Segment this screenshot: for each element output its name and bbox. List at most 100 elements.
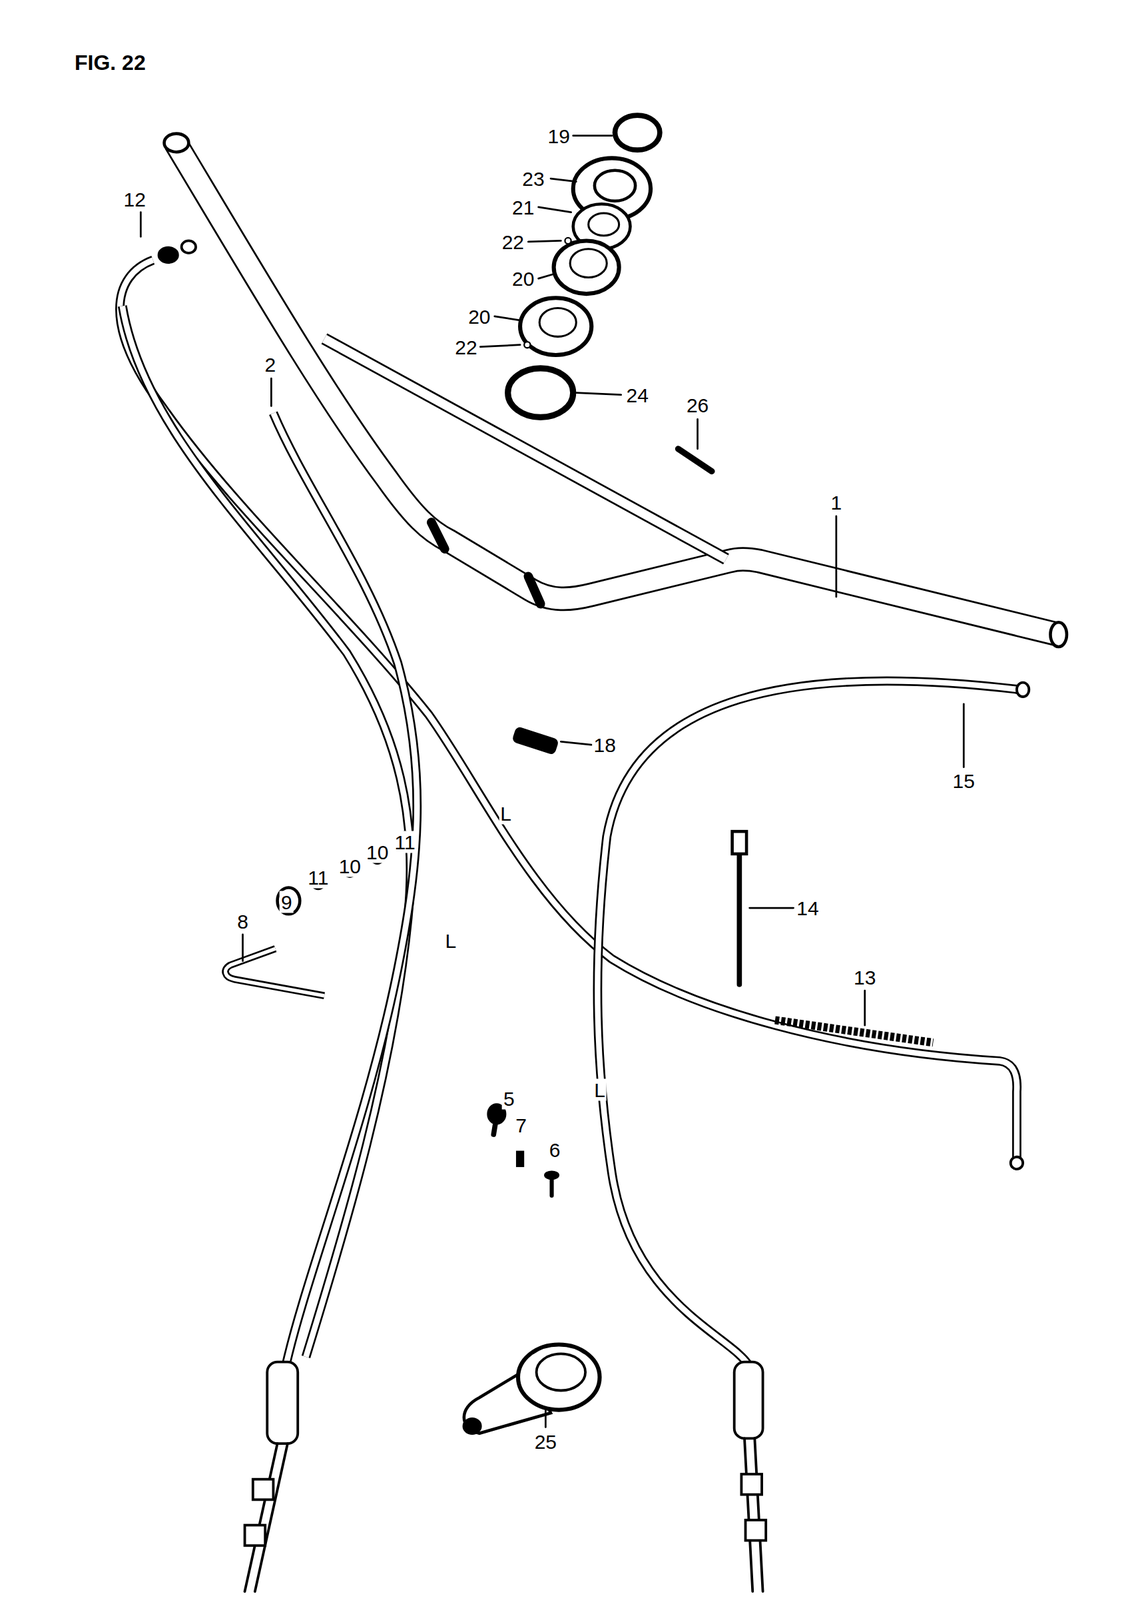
lever-rod-body — [225, 948, 325, 995]
screw-shank — [549, 1174, 554, 1196]
leader-line — [560, 741, 592, 745]
callout-number: 13 — [852, 966, 877, 989]
rod-head — [732, 831, 747, 854]
bearing-race-inner — [569, 249, 607, 278]
cable-end — [181, 240, 196, 253]
figure-title: FIG. 22 — [74, 50, 146, 76]
inner-wire — [744, 1437, 753, 1591]
bearing-inner — [588, 213, 620, 236]
bearing-race — [520, 297, 592, 355]
cable-body — [273, 412, 417, 1367]
handlebar-brace-outline — [324, 338, 726, 559]
pin — [677, 448, 712, 472]
knurl-mark — [528, 575, 541, 604]
callout-number: 8 — [235, 909, 250, 932]
callout-number: 6 — [548, 1138, 563, 1161]
leader-line — [544, 1410, 547, 1427]
cable-adjuster — [775, 1020, 933, 1043]
adjuster-nut — [245, 1524, 266, 1546]
callout-number: 23 — [520, 167, 546, 190]
nut — [615, 115, 660, 150]
throttle-cable-outline — [597, 680, 1020, 1367]
callout-number: 22 — [500, 230, 526, 253]
callout-number: 10 — [364, 840, 390, 863]
callout-number: L — [444, 929, 459, 952]
callout-number: 1 — [829, 490, 844, 513]
callout-number: 19 — [546, 124, 572, 147]
handlebar-end — [164, 133, 190, 153]
cable-fitting — [267, 1361, 298, 1444]
rod — [737, 851, 743, 985]
callout-number: 11 — [306, 866, 330, 889]
callout-number: 20 — [466, 304, 492, 327]
leader-line — [573, 134, 612, 137]
leader-line — [538, 207, 572, 213]
callout-number: 9 — [279, 890, 294, 913]
callout-number: 14 — [795, 896, 820, 919]
handlebar-end — [1050, 621, 1067, 647]
leader-line — [550, 178, 576, 182]
callout-number: 2 — [263, 352, 278, 375]
callout-number: 18 — [592, 733, 618, 756]
callout-number: 10 — [337, 854, 363, 877]
spring — [516, 1150, 525, 1168]
adjuster-nut — [745, 1519, 767, 1541]
leader-line — [575, 392, 621, 395]
cable-end — [1016, 682, 1029, 697]
callout-number: 12 — [121, 187, 147, 210]
cable-outline — [273, 412, 417, 1367]
leader-line — [480, 344, 521, 347]
bolt-shank — [493, 1122, 496, 1134]
callout-number: L — [592, 1078, 607, 1101]
handlebar-brace-body — [324, 338, 726, 559]
adjuster-nut — [253, 1478, 274, 1500]
clutch-cable-outline — [119, 260, 1017, 1158]
throttle-housing — [518, 1344, 600, 1410]
inner-wire — [255, 1442, 288, 1591]
callout-number: L — [498, 801, 513, 824]
cable-fitting — [157, 247, 179, 264]
leader-line — [270, 378, 273, 406]
dust-seal — [508, 368, 574, 418]
bearing-race — [554, 240, 620, 294]
callout-number: 11 — [392, 830, 417, 853]
leader-line — [139, 212, 142, 238]
leader-line — [538, 273, 557, 279]
cable-fitting — [734, 1361, 764, 1439]
leader-line — [494, 316, 521, 321]
steel-ball — [524, 341, 531, 348]
leader-line — [962, 703, 965, 768]
steel-ball — [564, 237, 571, 244]
leader-line — [241, 934, 244, 961]
illustration-group — [119, 115, 1067, 1591]
leader-line — [863, 990, 866, 1025]
callout-number: 7 — [514, 1114, 529, 1136]
knurl-mark — [431, 522, 445, 549]
bearing-race-inner — [539, 308, 576, 337]
callout-number: 24 — [625, 383, 650, 406]
throttle-cap — [536, 1353, 586, 1390]
leader-line — [749, 906, 794, 909]
cable-end — [1010, 1156, 1023, 1169]
lever-rod-outline — [225, 948, 325, 995]
callout-number: 25 — [533, 1430, 559, 1453]
bearing-race-inner — [594, 170, 636, 202]
clutch-cable-body — [119, 260, 1017, 1158]
throttle-cable-body — [597, 680, 1020, 1367]
adjuster-nut — [741, 1473, 762, 1495]
callout-number: 5 — [502, 1087, 517, 1110]
throttle-end — [462, 1417, 482, 1435]
handlebar-outline — [175, 142, 1059, 634]
leader-line — [835, 516, 838, 597]
leader-line — [528, 240, 561, 242]
callout-number: 21 — [510, 195, 536, 218]
collar — [277, 886, 301, 914]
callout-number: 26 — [685, 394, 710, 417]
callout-number: 15 — [951, 769, 977, 792]
inner-wire — [754, 1437, 763, 1591]
callout-number: 22 — [453, 335, 479, 358]
handlebar-body — [175, 142, 1059, 634]
grommet — [511, 725, 560, 756]
